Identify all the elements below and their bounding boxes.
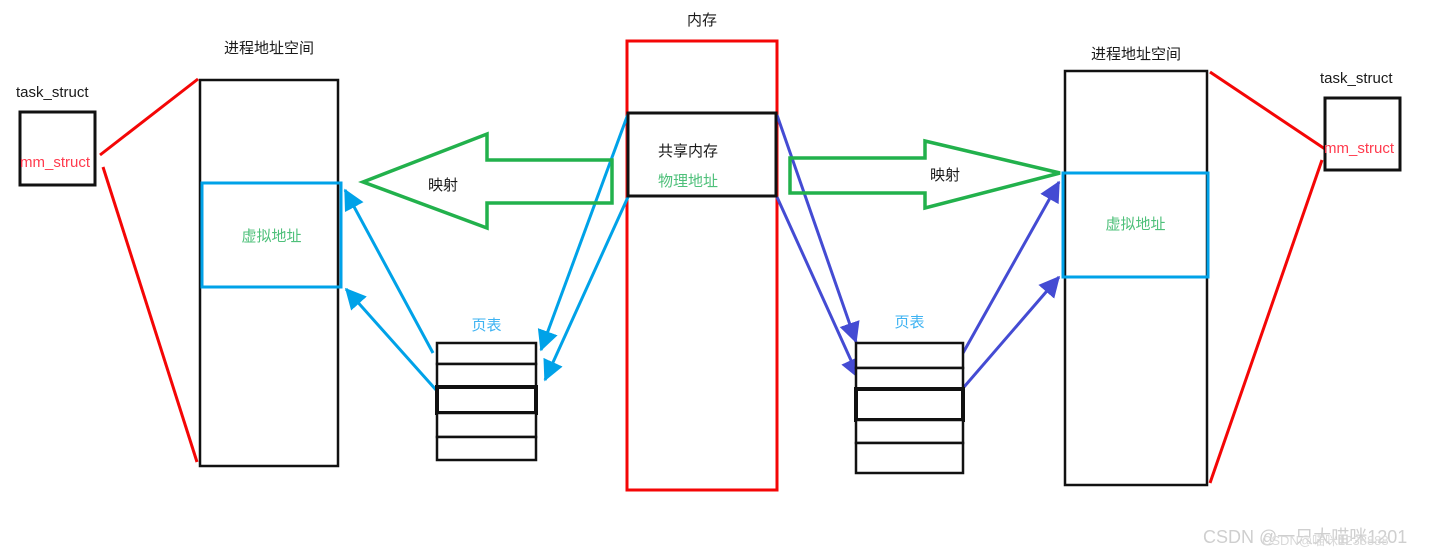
left-page-table — [435, 341, 538, 462]
right-shared-to-pagetable-line-2 — [775, 196, 861, 380]
right-task-struct-label: task_struct — [1320, 70, 1393, 87]
physical-address-label: 物理地址 — [658, 173, 719, 190]
left-page-table-label: 页表 — [471, 317, 502, 334]
page-table-row — [435, 362, 538, 389]
left-virtual-address-box — [200, 181, 343, 289]
page-table-row — [435, 435, 538, 462]
page-table-row — [854, 341, 965, 370]
left-shared-to-pagetable-line-2 — [543, 196, 630, 382]
left-pagetable-to-virtual-line-2 — [344, 287, 439, 392]
left-virtual-address-label: 虚拟地址 — [241, 228, 302, 245]
watermark-secondary: CSDN@喵咪1238888 — [1262, 533, 1389, 548]
right-mapping-label: 映射 — [930, 167, 961, 184]
left-task-struct-label: task_struct — [16, 84, 89, 101]
page-table-row — [435, 385, 538, 415]
right-process-space-title: 进程地址空间 — [1090, 46, 1181, 63]
page-table-row — [435, 341, 538, 366]
left-process-space-box — [198, 78, 340, 468]
right-mapping-arrow — [788, 138, 1061, 211]
memory-title: 内存 — [686, 12, 717, 29]
left-mapping-label: 映射 — [428, 177, 459, 194]
page-table-row — [435, 411, 538, 439]
page-table-row — [854, 366, 965, 391]
left-shared-to-pagetable-line-1 — [537, 113, 630, 352]
shared-memory-box — [626, 111, 778, 198]
right-shared-to-pagetable-line-1 — [775, 114, 860, 344]
right-virtual-address-box — [1061, 171, 1210, 279]
left-pagetable-to-virtual-line-1 — [343, 188, 435, 354]
left-mm-to-space-top-line — [99, 77, 199, 157]
watermark-primary: CSDN @一只大喵咪1201 — [1203, 527, 1408, 547]
right-page-table — [854, 341, 965, 475]
left-task-struct-box — [18, 110, 97, 187]
left-mm-struct-label: mm_struct — [20, 154, 91, 171]
page-table-row — [854, 387, 965, 422]
right-task-struct-box — [1323, 96, 1402, 172]
left-process-space-title: 进程地址空间 — [223, 40, 314, 57]
right-pagetable-to-virtual-line-1 — [961, 180, 1061, 354]
memory-box — [625, 39, 779, 492]
left-mapping-arrow — [358, 131, 614, 231]
right-virtual-address-label: 虚拟地址 — [1105, 216, 1166, 233]
shared-memory-label: 共享内存 — [658, 143, 719, 160]
right-page-table-label: 页表 — [894, 314, 925, 331]
page-table-row — [854, 418, 965, 445]
right-pagetable-to-virtual-line-2 — [962, 275, 1061, 388]
right-mm-struct-label: mm_struct — [1324, 140, 1395, 157]
right-mm-to-space-bottom-line — [1208, 159, 1324, 484]
left-mm-to-space-bottom-line — [101, 166, 199, 463]
page-table-row — [854, 441, 965, 475]
right-mm-to-space-top-line — [1209, 70, 1326, 151]
